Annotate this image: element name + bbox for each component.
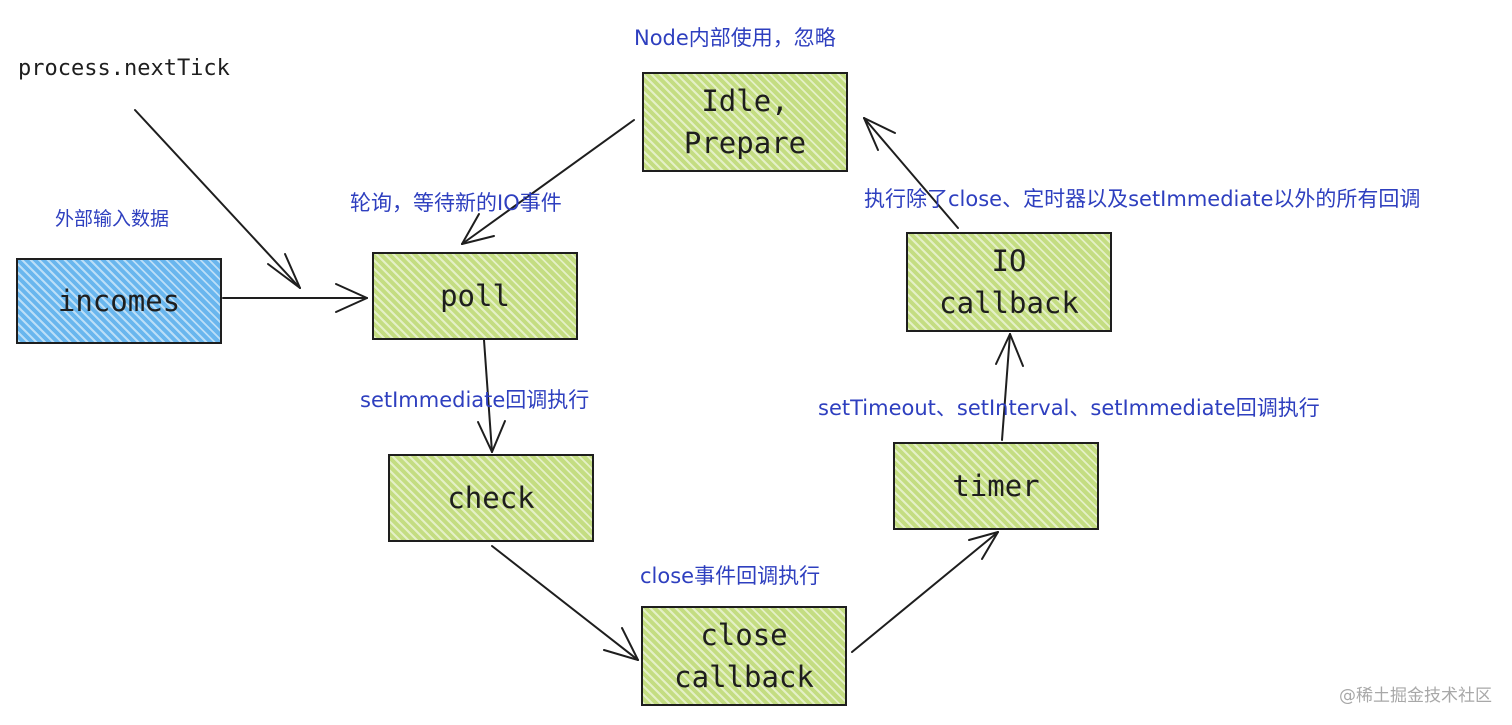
timer-label: timer	[952, 469, 1040, 503]
io-label-line-2: callback	[939, 286, 1079, 320]
check-box: check	[388, 454, 594, 542]
poll-desc-note: 轮询，等待新的IO事件	[350, 191, 562, 215]
arrow-poll-to-check	[477, 339, 506, 453]
idle-label-line-1: Idle,	[701, 84, 789, 118]
timer-desc-note: setTimeout、setInterval、setImmediate回调执行	[818, 396, 1320, 420]
node-internal-note: Node内部使用，忽略	[634, 26, 836, 50]
arrow-nexttick-to-poll	[134, 109, 301, 289]
idle-prepare-box: Idle, Prepare	[642, 72, 848, 172]
close-callback-label: close callback	[674, 614, 814, 698]
incomes-box: incomes	[16, 258, 222, 344]
io-desc-note: 执行除了close、定时器以及setImmediate以外的所有回调	[864, 187, 1421, 211]
incomes-label: incomes	[57, 284, 181, 318]
check-label: check	[447, 481, 535, 515]
close-desc-note: close事件回调执行	[640, 564, 821, 588]
poll-box: poll	[372, 252, 578, 340]
timer-box: timer	[893, 442, 1099, 530]
close-label-line-2: callback	[674, 660, 814, 694]
external-input-note: 外部输入数据	[55, 208, 170, 230]
arrow-io-to-idle	[863, 117, 959, 229]
close-callback-box: close callback	[641, 606, 847, 706]
idle-label-line-2: Prepare	[683, 126, 807, 160]
arrow-check-to-close	[491, 545, 639, 661]
arrow-idle-to-poll	[461, 119, 635, 245]
arrow-incomes-to-poll	[222, 283, 368, 313]
io-callback-box: IO callback	[906, 232, 1112, 332]
close-label-line-1: close	[700, 618, 788, 652]
arrow-timer-to-io	[995, 333, 1024, 441]
idle-prepare-label: Idle, Prepare	[684, 80, 806, 164]
set-immediate-note: setImmediate回调执行	[360, 388, 590, 412]
poll-label: poll	[440, 279, 510, 313]
next-tick-label: process.nextTick	[18, 56, 230, 81]
watermark: @稀土掘金技术社区	[1339, 686, 1492, 706]
io-label-line-1: IO	[991, 244, 1027, 278]
io-callback-label: IO callback	[939, 240, 1079, 324]
arrow-close-to-timer	[851, 531, 999, 653]
